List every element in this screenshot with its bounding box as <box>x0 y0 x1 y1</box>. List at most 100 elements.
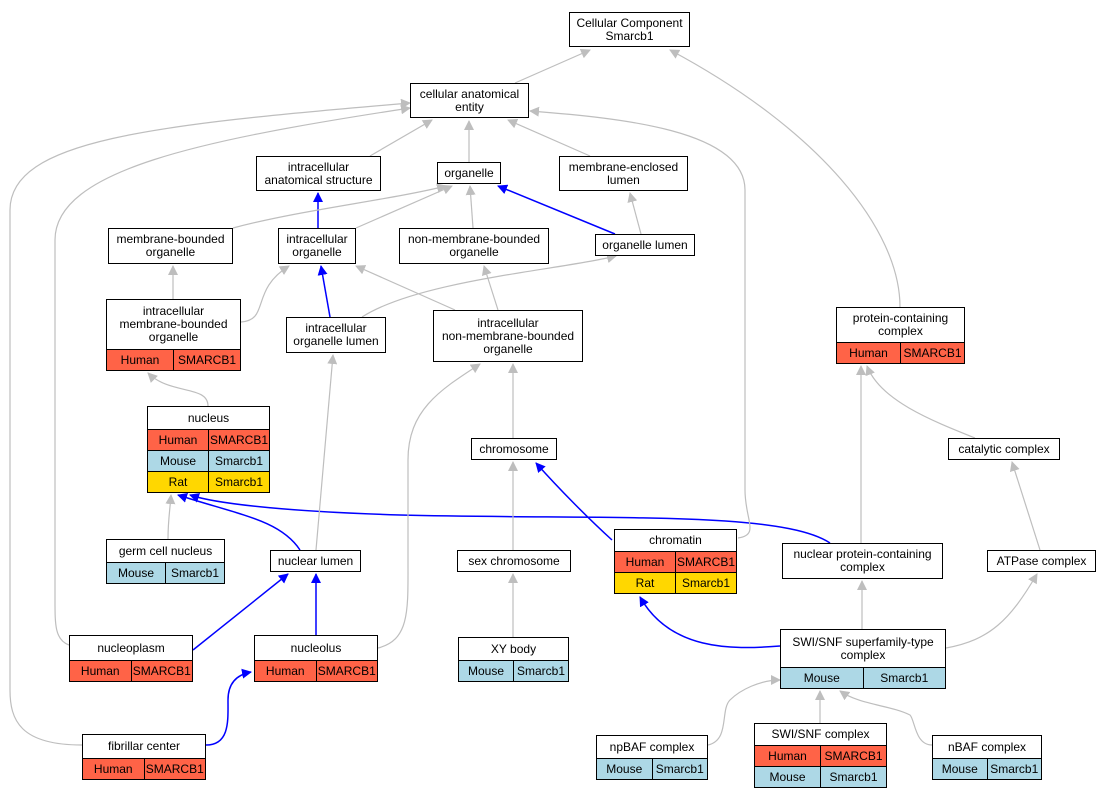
edge-nucleoplasm-to-cellular-anatomical-entity <box>54 104 411 646</box>
edge-npbaf-complex-to-swi-snf-superfamily-type-complex <box>707 675 781 746</box>
edge-nucleoplasm-to-nuclear-lumen <box>192 573 289 651</box>
gene-cell: SMARCB1 <box>173 350 240 370</box>
go-term-label: SWI/SNF complex <box>771 727 870 741</box>
species-cell: Human <box>849 346 888 360</box>
go-term-label: XY body <box>490 641 537 656</box>
go-term-label: nucleolus <box>290 640 342 655</box>
edge-non-membrane-bounded-organelle-to-organelle <box>465 185 476 229</box>
go-term-label: nucleus <box>187 410 230 425</box>
go-term-intracellular-non-membrane-bounded-organelle[interactable]: intracellular non-membrane-bounded organ… <box>433 310 583 362</box>
gene-cell: SMARCB1 <box>315 661 378 681</box>
go-term-nuclear-lumen[interactable]: nuclear lumen <box>270 550 361 572</box>
go-term-label: membrane-bounded organelle <box>116 232 225 259</box>
go-term-intracellular-organelle-lumen[interactable]: intracellular organelle lumen <box>286 317 386 353</box>
go-term-catalytic-complex[interactable]: catalytic complex <box>948 438 1060 460</box>
go-term-label: ATPase complex <box>996 553 1087 568</box>
species-cell: Human <box>265 664 305 678</box>
edge-intracellular-non-membrane-bounded-organelle-to-non-membrane-bounded-organelle <box>481 265 499 311</box>
edge-catalytic-complex-to-protein-containing-complex <box>865 365 976 439</box>
go-term-membrane-enclosed-lumen[interactable]: membrane-enclosed lumen <box>559 156 688 191</box>
go-term-label: fibrillar center <box>107 739 181 753</box>
go-term-intracellular-anatomical-structure[interactable]: intracellular anatomical structure <box>256 156 381 191</box>
edge-swi-snf-superfamily-type-complex-to-atpase-complex <box>945 573 1038 649</box>
edge-nbaf-complex-to-swi-snf-superfamily-type-complex <box>839 690 933 746</box>
go-term-label: protein-containing complex <box>852 311 949 338</box>
go-term-membrane-bounded-organelle[interactable]: membrane-bounded organelle <box>108 228 233 264</box>
go-term-label: nuclear lumen <box>277 553 354 568</box>
gene-cell: Smarcb1 <box>675 573 736 593</box>
go-term-nuclear-protein-containing-complex[interactable]: nuclear protein-containing complex <box>782 543 943 579</box>
go-term-chromosome[interactable]: chromosome <box>471 438 557 460</box>
go-term-label: intracellular anatomical structure <box>264 159 373 187</box>
go-term-label: catalytic complex <box>958 441 1050 456</box>
go-term-label: organelle lumen <box>602 237 688 252</box>
go-term-non-membrane-bounded-organelle[interactable]: non-membrane-bounded organelle <box>399 228 549 264</box>
edge-atpase-complex-to-catalytic-complex <box>1009 461 1041 551</box>
edge-nuclear-protein-containing-complex-to-nucleus <box>189 493 831 544</box>
edge-germ-cell-nucleus-to-nucleus <box>165 494 176 540</box>
species-cell: Mouse <box>941 762 978 776</box>
edge-organelle-lumen-to-membrane-enclosed-lumen <box>627 192 642 235</box>
gene-cell: Smarcb1 <box>513 661 568 681</box>
go-term-label: Cellular Component Smarcb1 <box>576 15 683 43</box>
go-term-label: germ cell nucleus <box>118 543 213 558</box>
go-term-label: chromosome <box>479 441 549 456</box>
annotation-row-human: Human SMARCB1 <box>837 342 964 363</box>
go-term-atpase-complex[interactable]: ATPase complex <box>987 550 1096 572</box>
gene-cell: SMARCB1 <box>900 343 964 363</box>
go-term-sex-chromosome[interactable]: sex chromosome <box>457 550 571 572</box>
go-term-organelle[interactable]: organelle <box>437 162 501 184</box>
edge-intracellular-anatomical-structure-to-cellular-anatomical-entity <box>369 119 433 157</box>
gene-cell: SMARCB1 <box>143 759 206 779</box>
go-term-cellular-component[interactable]: Cellular Component Smarcb1 <box>569 12 690 47</box>
species-cell: Human <box>93 762 133 776</box>
annotation-row-human: Human SMARCB1 <box>83 758 205 779</box>
species-cell: Human <box>120 353 160 367</box>
gene-cell: Smarcb1 <box>986 759 1042 779</box>
go-term-label: organelle <box>444 165 494 180</box>
annotation-row-human: Human SMARCB1 <box>107 349 240 370</box>
go-term-organelle-lumen[interactable]: organelle lumen <box>595 234 695 256</box>
go-term-label: non-membrane-bounded organelle <box>407 232 541 259</box>
edge-organelle-lumen-to-organelle <box>497 184 616 235</box>
go-term-label: npBAF complex <box>609 739 695 754</box>
go-term-label: intracellular non-membrane-bounded organ… <box>441 315 575 356</box>
gene-cell: Smarcb1 <box>651 759 708 779</box>
edge-nuclear-lumen-to-intracellular-organelle-lumen <box>315 354 338 551</box>
go-term-intracellular-membrane-bounded-organelle[interactable]: intracellular membrane-bounded organelle… <box>106 299 241 371</box>
go-term-cellular-anatomical-entity[interactable]: cellular anatomical entity <box>410 83 529 118</box>
go-term-label: chromatin <box>649 533 702 547</box>
edge-chromatin-to-cellular-anatomical-entity <box>529 106 751 539</box>
species-cell: Human <box>625 555 665 569</box>
go-term-intracellular-organelle[interactable]: intracellular organelle <box>278 228 356 264</box>
species-cell: Mouse <box>606 762 643 776</box>
edge-intracellular-organelle-lumen-to-organelle-lumen <box>361 253 617 318</box>
go-term-label: nBAF complex <box>947 739 1027 754</box>
edge-membrane-bounded-organelle-to-organelle <box>232 183 447 229</box>
gene-cell: SMARCB1 <box>675 552 736 572</box>
edge-fibrillar-center-to-nucleolus <box>205 668 252 746</box>
go-term-label: nuclear protein-containing complex <box>793 547 932 574</box>
species-cell: Human <box>158 433 198 447</box>
go-term-label: nucleoplasm <box>97 640 165 655</box>
annotation-row-rat: Rat Smarcb1 <box>615 572 736 593</box>
species-cell: Rat <box>635 576 655 590</box>
